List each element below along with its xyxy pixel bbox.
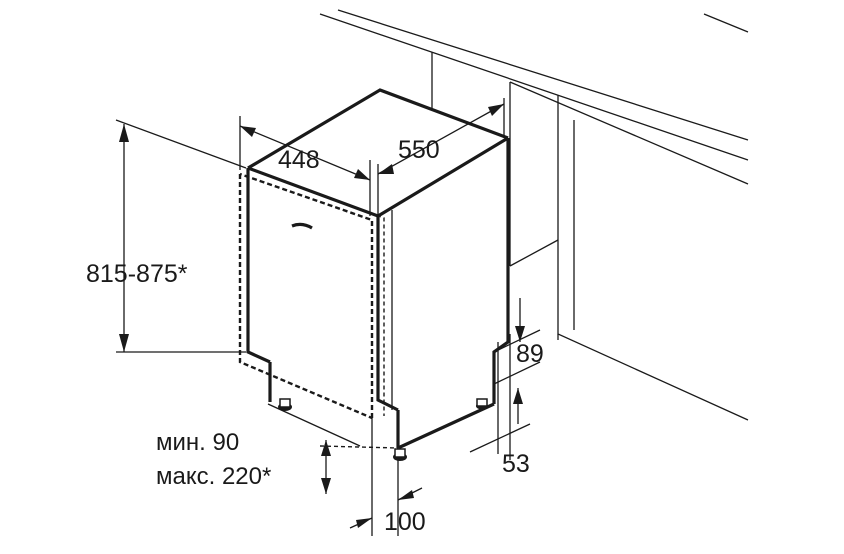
dishwasher-body (246, 88, 510, 450)
depth-dimension (377, 98, 505, 216)
plinth-top-label: 89 (516, 340, 544, 368)
arrow-down-icon (515, 326, 525, 342)
arrow-down-icon (321, 478, 331, 494)
height-dimension (115, 119, 247, 353)
arrow-left-icon (240, 126, 256, 137)
arrow-right-icon (356, 518, 372, 528)
arrow-right-icon (488, 104, 504, 116)
height-label: 815-875* (86, 260, 188, 288)
plinth-dimension (469, 298, 541, 460)
door-offset-dimension (267, 403, 399, 494)
plinth-bottom-label: 53 (502, 450, 530, 478)
door-offset-min-label: мин. 90 (156, 429, 239, 456)
arrow-left-icon (398, 490, 414, 500)
arrow-up-icon (321, 440, 331, 456)
width-dimension (239, 116, 371, 216)
width-label: 448 (278, 146, 320, 174)
adjustable-feet (278, 398, 488, 461)
door-gap-label: 100 (384, 508, 426, 536)
arrow-right-icon (354, 169, 370, 180)
door-offset-max-label: макс. 220* (156, 463, 271, 490)
kitchen-cabinet (319, 9, 749, 421)
door-panel-outline (238, 169, 385, 420)
arrow-up-icon (513, 388, 523, 404)
arrow-left-icon (378, 164, 394, 174)
depth-label: 550 (398, 136, 440, 164)
arrow-up-icon (119, 124, 129, 142)
door-gap-dimension (349, 418, 423, 536)
arrow-down-icon (119, 334, 129, 352)
